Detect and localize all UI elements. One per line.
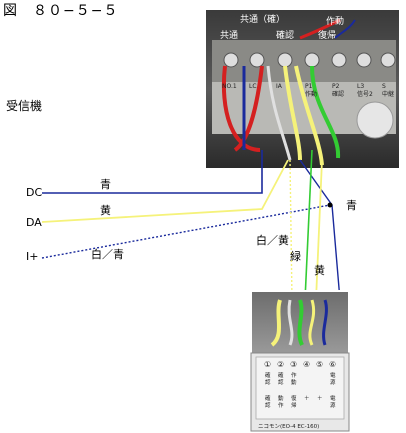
figure-title: 図 ８０−５−５	[3, 3, 119, 19]
device-label-bottom-char: 復	[291, 394, 297, 402]
callout-reset: 復帰	[318, 29, 336, 41]
receiver-photo	[206, 10, 399, 168]
callout-common-confirm: 共通（確）	[240, 13, 285, 25]
wire-dc-blue	[42, 150, 263, 194]
device-label-top-char: 源	[330, 378, 336, 386]
device-terminal-number-1: ①	[264, 360, 271, 369]
device-label-top-char: 動	[291, 378, 297, 386]
wire-i-plus	[41, 204, 331, 259]
wire-label-blue-right: 青	[346, 199, 357, 212]
terminal-sublabel-6: 中継	[382, 90, 394, 98]
terminal-screws	[223, 52, 396, 68]
device-label-bottom-char: ＋	[304, 395, 310, 402]
wire-yellow-right	[315, 159, 323, 301]
device-label-bottom-char: 作	[278, 401, 284, 409]
device-label-bottom-char: 電	[330, 395, 336, 402]
device-label-bottom-char: 認	[265, 401, 271, 409]
junction-dot	[327, 202, 333, 208]
callout-activate: 作動	[326, 15, 344, 27]
device-label-top-char: 認	[278, 378, 284, 386]
terminal-sublabel-5: 信号2	[357, 90, 373, 98]
terminal-label-5: L3	[357, 83, 364, 90]
device-terminal-number-6: ⑥	[329, 360, 336, 369]
wire-label-green: 緑	[290, 250, 301, 263]
device-label-bottom-char: 確	[265, 394, 271, 402]
signal-dc: DC	[26, 186, 43, 199]
terminal-label-1: LC	[249, 83, 257, 90]
callout-common: 共通	[220, 30, 238, 41]
receiver-label: 受信機	[6, 99, 43, 113]
device-label-bottom-char: 動	[278, 394, 284, 402]
wire-label-white-blue: 白／青	[91, 248, 124, 261]
wire-label-yellow-right: 黄	[314, 264, 325, 277]
device-photo	[245, 290, 353, 433]
wire-label-yellow-left: 黄	[100, 204, 111, 217]
wire-label-blue-top: 青	[100, 178, 111, 191]
terminal-label-4: P2	[332, 83, 340, 90]
wire-label-white-yellow: 白／黄	[256, 234, 289, 247]
wire-da-yellow	[41, 159, 289, 223]
device-model-text: ニコモン(EO-4 EC-160)	[258, 423, 319, 430]
terminal-label-0: NO.1	[222, 83, 237, 90]
device-label-top-char: 作	[291, 371, 297, 379]
device-label-top-char: 認	[265, 378, 271, 386]
device-label-bottom-char: ＋	[317, 395, 323, 402]
terminal-sublabel-3: 作動	[305, 90, 317, 98]
external-wires	[41, 149, 341, 301]
device-label-top-char: 確	[278, 371, 284, 379]
device-terminal-number-2: ②	[277, 360, 284, 369]
terminal-label-3: P1	[305, 83, 313, 90]
device-terminal-number-4: ④	[303, 360, 310, 369]
device-label-top-char: 電	[330, 372, 336, 379]
device-label-top-char: 確	[265, 371, 271, 379]
signal-da: DA	[26, 216, 42, 229]
device-terminal-number-5: ⑤	[316, 360, 323, 369]
device-label-bottom-char: 帰	[291, 401, 297, 409]
callout-confirm: 確認	[276, 29, 294, 41]
device-terminal-number-3: ③	[290, 360, 297, 369]
signal-i-plus: I+	[26, 250, 39, 263]
wire-green	[304, 149, 313, 301]
terminal-label-6: S	[382, 83, 386, 90]
terminal-sublabel-4: 確認	[332, 90, 344, 98]
device-label-bottom-char: 源	[330, 401, 336, 409]
wire-white-yellow	[289, 159, 293, 301]
terminal-label-2: IA	[276, 83, 283, 90]
